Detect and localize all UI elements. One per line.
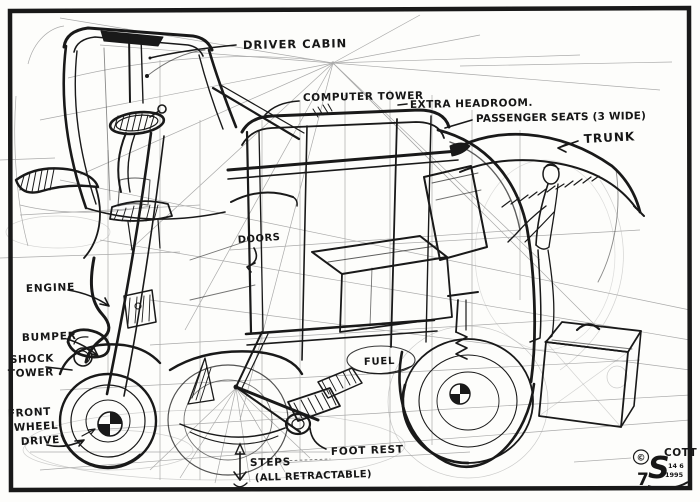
bench-seat-drawing <box>311 165 488 333</box>
label-shock-tower-line2: TOWER <box>8 366 54 380</box>
fuel-tank-drawing <box>346 345 416 375</box>
label-shock-tower-line1: SHOCK <box>10 352 55 366</box>
suitcase-drawing <box>538 321 642 428</box>
label-bumper: BUMPER <box>22 330 77 344</box>
construction-lines <box>0 14 691 484</box>
driver-cabin-drawing <box>62 26 238 220</box>
ink-drawing <box>14 26 645 476</box>
signature-name: COTT <box>664 447 698 459</box>
label-engine: ENGINE <box>26 281 76 295</box>
computer-tower-drawing <box>211 83 333 141</box>
label-fwd-line3: DRIVE <box>21 434 61 448</box>
signature-date-year: 1995 <box>665 471 684 479</box>
signature-date-day: 14 6 <box>668 462 684 470</box>
label-steps-note: (ALL RETRACTABLE) <box>255 469 372 484</box>
signature-numeral: 7 <box>637 470 649 490</box>
label-trunk: TRUNK <box>583 129 635 146</box>
steps-double-arrow <box>233 442 248 488</box>
left-wing-drawing <box>14 167 101 259</box>
label-fwd-line1: FRONT <box>8 406 52 420</box>
label-driver-cabin: DRIVER CABIN <box>243 36 348 52</box>
labels: DRIVER CABIN COMPUTER TOWER EXTRA HEADRO… <box>8 36 647 484</box>
border-frame <box>7 5 693 493</box>
label-shock-tower: SHOCK TOWER <box>8 352 55 380</box>
label-passenger-seats: PASSENGER SEATS (3 WIDE) <box>476 110 646 125</box>
label-steps: STEPS <box>250 456 291 469</box>
label-extra-headroom: EXTRA HEADROOM. <box>410 97 533 111</box>
label-fuel: FUEL <box>364 356 396 368</box>
leader-lines <box>45 44 579 488</box>
label-fwd-line2: WHEEL <box>14 420 59 434</box>
signature-initial: S <box>648 451 670 486</box>
label-computer-tower: COMPUTER TOWER <box>303 90 424 104</box>
copyright-symbol: © <box>637 454 646 464</box>
trunk-lid-drawing <box>449 132 645 283</box>
signature-block: © S COTT 7 14 6 1995 <box>573 447 698 490</box>
rear-wheel-drawing <box>401 291 534 465</box>
front-body-drawing <box>84 131 165 397</box>
label-front-wheel-drive: FRONT WHEEL DRIVE <box>8 406 61 448</box>
label-doors: DOORS <box>237 232 280 246</box>
bumper-drawing <box>66 328 111 359</box>
label-foot-rest: FOOT REST <box>331 443 404 458</box>
